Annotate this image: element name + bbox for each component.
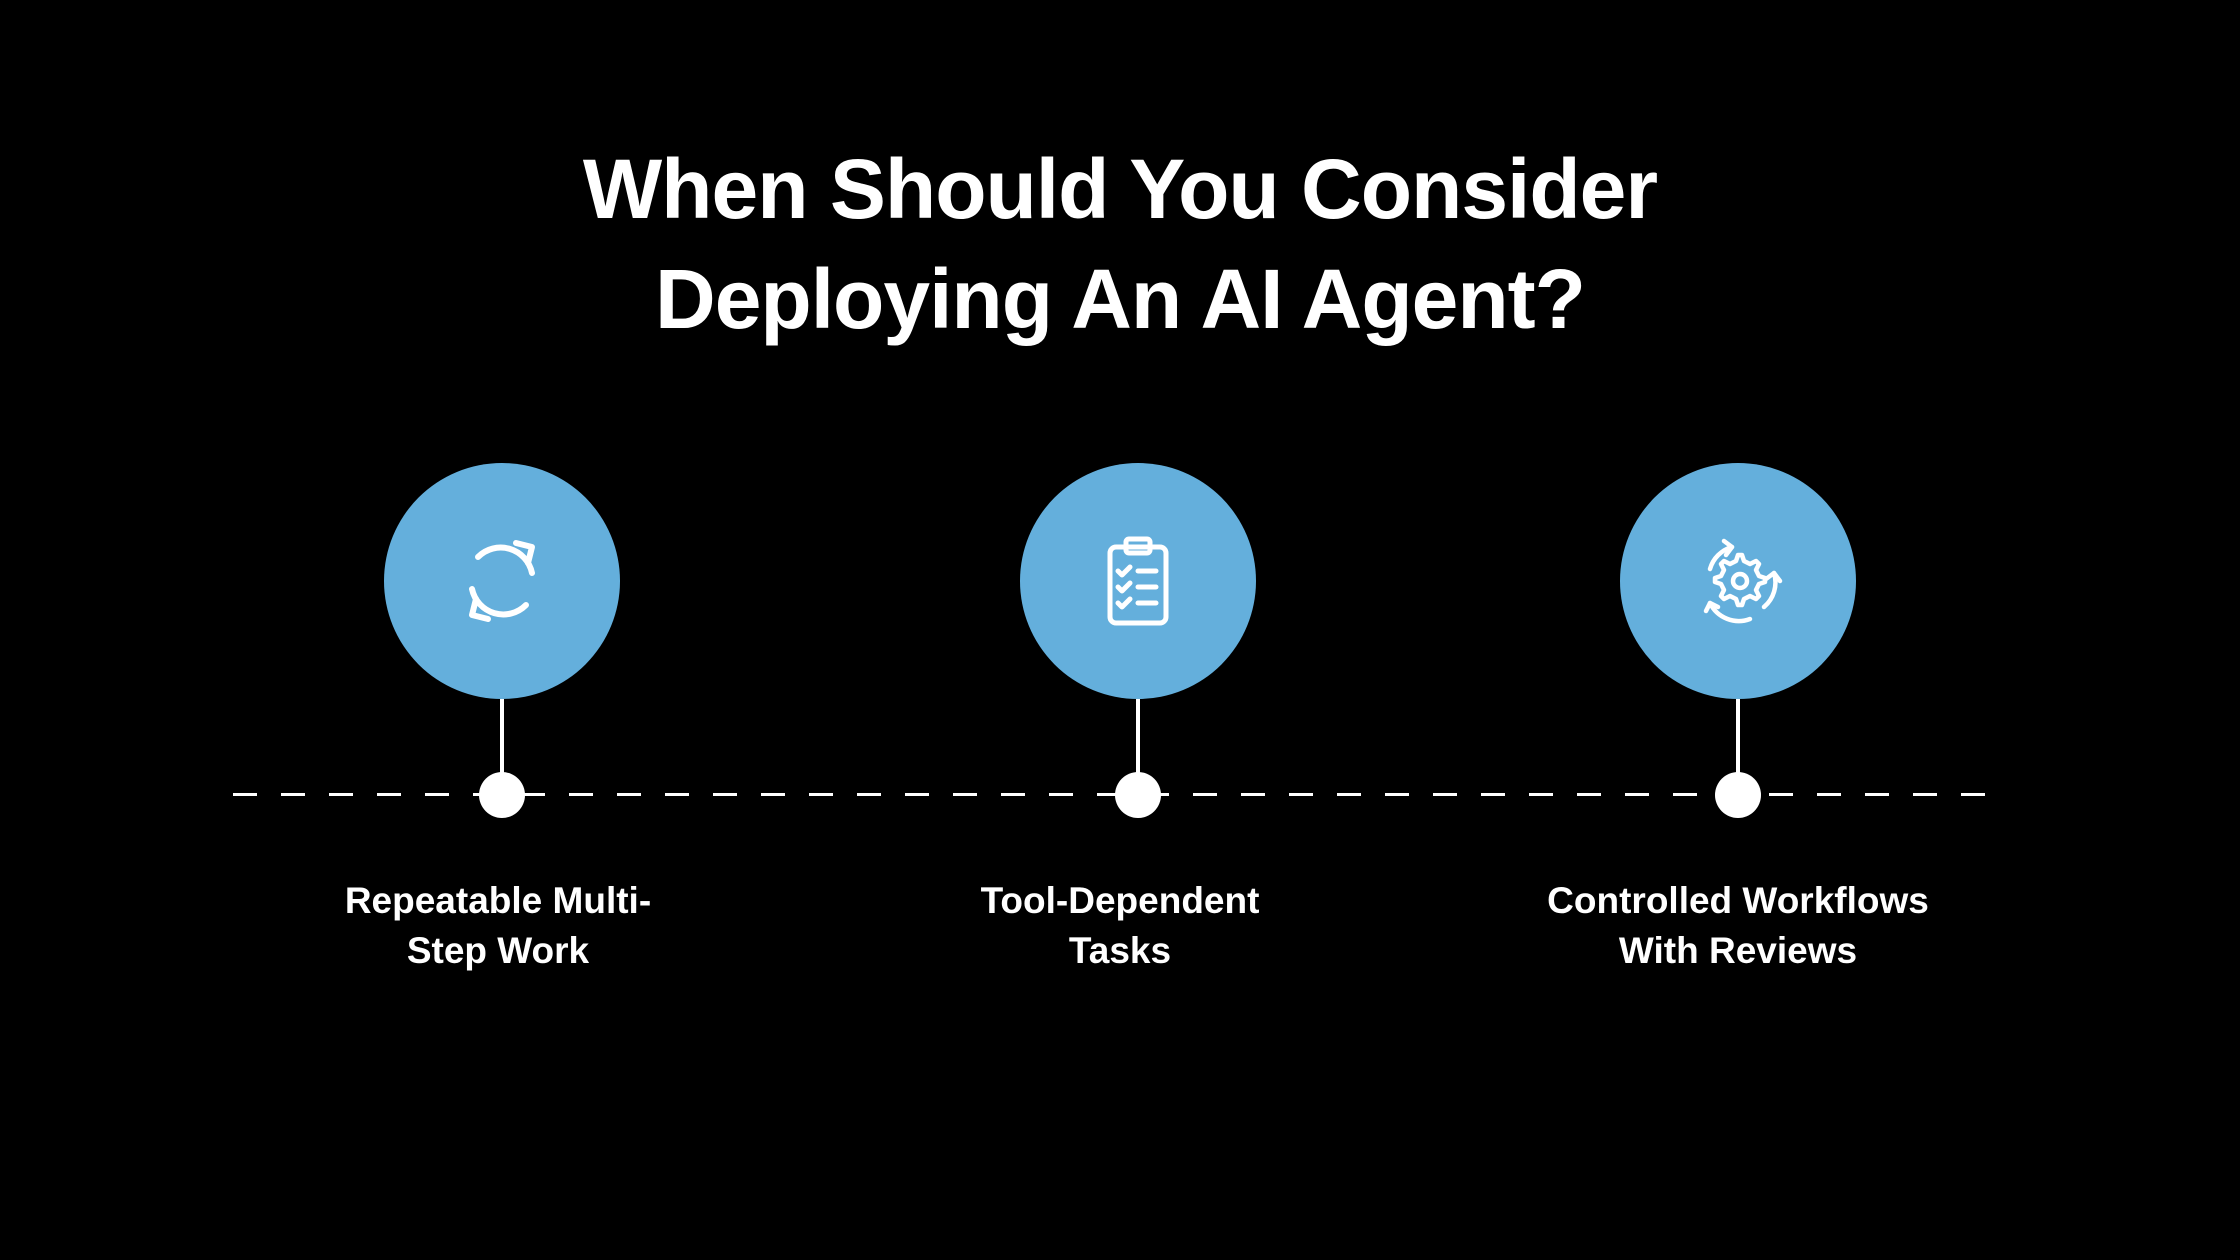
stage-label-repeatable-work: Repeatable Multi- Step Work — [258, 876, 738, 976]
stage-label-controlled-workflows: Controlled Workflows With Reviews — [1498, 876, 1978, 976]
page-title: When Should You Consider Deploying An AI… — [0, 134, 2240, 354]
stage-connector-stem — [1736, 699, 1740, 793]
stage-controlled-workflows — [1620, 463, 1856, 823]
stage-label-line-2: Tasks — [1068, 930, 1172, 971]
stage-icon-circle — [1620, 463, 1856, 699]
stage-icon-circle — [1020, 463, 1256, 699]
timeline-node — [1115, 772, 1161, 818]
timeline-node — [479, 772, 525, 818]
stage-label-line-2: Step Work — [406, 930, 590, 971]
page-title-line-2: Deploying An AI Agent? — [655, 252, 1586, 347]
stage-label-line-1: Repeatable Multi- — [344, 880, 652, 921]
gear-cycle-icon — [1703, 538, 1783, 624]
stage-connector-stem — [500, 699, 504, 793]
stage-tool-dependent-tasks — [1020, 463, 1256, 823]
stage-icon-circle — [384, 463, 620, 699]
stage-label-line-2: With Reviews — [1618, 930, 1858, 971]
clipboard-checklist-icon — [1107, 536, 1169, 626]
refresh-icon — [469, 540, 535, 622]
stage-repeatable-work — [384, 463, 620, 823]
stage-label-line-1: Controlled Workflows — [1547, 880, 1929, 921]
timeline-node — [1715, 772, 1761, 818]
page-title-line-1: When Should You Consider — [582, 142, 1658, 237]
stage-label-line-1: Tool-Dependent — [980, 880, 1260, 921]
stage-label-tool-dependent: Tool-Dependent Tasks — [880, 876, 1360, 976]
stage-connector-stem — [1136, 699, 1140, 793]
